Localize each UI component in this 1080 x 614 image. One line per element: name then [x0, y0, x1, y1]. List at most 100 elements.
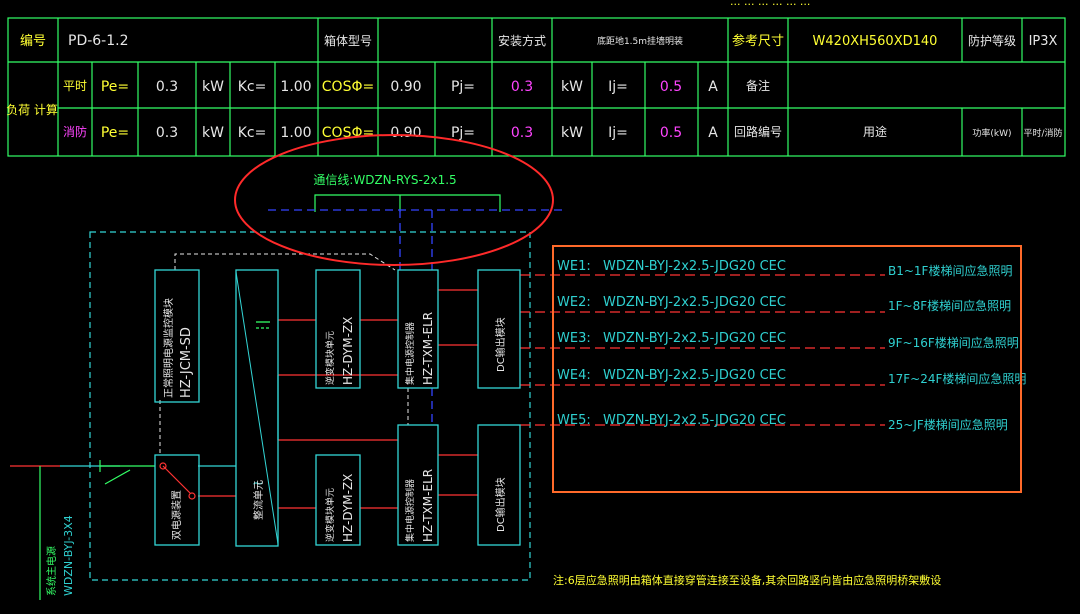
install-value: 底距地1.5m挂墙明装 — [597, 35, 683, 47]
protect-label: 防护等级 — [968, 33, 1016, 48]
dc-output-module-2 — [477, 424, 521, 546]
ij-value: 0.5 — [660, 79, 682, 95]
kc-value: 1.00 — [280, 79, 311, 95]
row-fire: 消防 Pe= 0.3 kW Kc= 1.00 COSΦ= 0.90 Pj= 0.… — [63, 124, 1063, 141]
circuit-cable: WDZN-BYJ-2x2.5-JDG20 CEC — [603, 259, 786, 274]
circuit-cable: WDZN-BYJ-2x2.5-JDG20 CEC — [603, 331, 786, 346]
circuit-use: 1F~8F楼梯间应急照明 — [888, 298, 1011, 313]
dc2-label: DC输出模块 — [494, 477, 507, 532]
circuit-use: 25~JF楼梯间应急照明 — [888, 417, 1008, 432]
highlight-box — [552, 245, 1022, 493]
ctrl2-label: 集中电源控制器 — [404, 479, 416, 542]
size-label: 参考尺寸 — [732, 33, 784, 49]
ij-value: 0.5 — [660, 125, 682, 141]
transfer-switch-icon — [159, 462, 196, 500]
pj-label: Pj= — [451, 125, 475, 141]
power-label: 功率(kW) — [972, 127, 1011, 139]
code-label: 编号 — [20, 34, 46, 49]
inverter2-model: HZ-DYM-ZX — [341, 474, 355, 542]
monitor-label: 正常照明电源监控模块 — [162, 298, 175, 398]
switch-icon — [99, 460, 155, 485]
circuit-use: 9F~16F楼梯间应急照明 — [888, 335, 1019, 350]
comm-line-label: 通信线:WDZN-RYS-2x1.5 — [313, 173, 456, 187]
incoming-cable: WDZN-BYJ-3X4 — [62, 515, 75, 596]
circuit-id: WE1: — [557, 259, 591, 274]
pj-unit: kW — [561, 125, 583, 141]
dual-switch-label: 双电源装置 — [170, 490, 183, 540]
phase-label: 平时/消防 — [1023, 127, 1062, 139]
comm-line — [314, 194, 501, 212]
load-calc-label: 负荷 计算 — [6, 102, 58, 117]
circuit-id: WE4: — [557, 368, 591, 383]
controller-module-1 — [397, 269, 439, 389]
code-value: PD-6-1.2 — [68, 33, 129, 49]
inverter-module-2 — [315, 454, 361, 546]
pj-value: 0.3 — [511, 79, 533, 95]
mode-fire: 消防 — [63, 124, 87, 139]
protect-value: IP3X — [1029, 34, 1058, 49]
dc-symbol-icon — [256, 321, 270, 329]
mode-normal: 平时 — [63, 79, 87, 93]
pe-value: 0.3 — [156, 125, 178, 141]
highlight-ellipse — [234, 134, 554, 266]
inverter1-label: 逆变模块单元 — [324, 331, 336, 385]
footnote: 注:6层应急照明由箱体直接穿管连接至设备,其余回路竖向皆由应急照明桥架敷设 — [553, 573, 941, 587]
monitor-module — [154, 269, 200, 403]
size-value: W420XH560XD140 — [813, 34, 938, 49]
controller-module-2 — [397, 424, 439, 546]
rectifier-label: 整流单元 — [252, 480, 265, 520]
cabinet-label: 箱体型号 — [324, 33, 372, 48]
dual-power-module — [154, 454, 200, 546]
ij-unit: A — [708, 125, 718, 141]
pe-label: Pe= — [101, 79, 129, 95]
note-label: 备注 — [746, 78, 770, 93]
use-label: 用途 — [863, 124, 887, 139]
circuit-id: WE3: — [557, 331, 591, 346]
rectifier-diagonal — [235, 271, 279, 545]
header-strip-text: ... ... ... ... ... ... — [730, 0, 810, 8]
ij-label: Ij= — [608, 125, 628, 141]
circuit-use: 17F~24F楼梯间应急照明 — [888, 371, 1026, 386]
circuit-list: WE1: WDZN-BYJ-2x2.5-JDG20 CEC B1~1F楼梯间应急… — [557, 259, 1026, 432]
pe-label: Pe= — [101, 125, 129, 141]
pj-unit: kW — [561, 79, 583, 95]
kc-label: Kc= — [238, 79, 267, 95]
pe-value: 0.3 — [156, 79, 178, 95]
pj-value: 0.3 — [511, 125, 533, 141]
cos-value: 0.90 — [390, 79, 421, 95]
ctrl1-model: HZ-TXM-ELR — [421, 312, 435, 385]
spec-table — [7, 17, 1066, 157]
pj-label: Pj= — [451, 79, 475, 95]
inverter1-model: HZ-DYM-ZX — [341, 317, 355, 385]
incoming-label: 系统主电源 — [45, 546, 58, 596]
ctrl1-label: 集中电源控制器 — [404, 322, 416, 385]
ij-unit: A — [708, 79, 718, 95]
kc-label: Kc= — [238, 125, 267, 141]
circuit-cable: WDZN-BYJ-2x2.5-JDG20 CEC — [603, 295, 786, 310]
row-normal: 平时 Pe= 0.3 kW Kc= 1.00 COSΦ= 0.90 Pj= 0.… — [63, 78, 770, 95]
ac-symbol-icon: ~ — [252, 476, 264, 492]
inverter2-label: 逆变模块单元 — [324, 488, 336, 542]
control-line — [174, 253, 396, 271]
circuit-use: B1~1F楼梯间应急照明 — [888, 263, 1012, 278]
module-labels: 正常照明电源监控模块 HZ-JCM-SD 双电源装置 整流单元 逆变模块单元 H… — [162, 298, 507, 542]
circuit-label: 回路编号 — [734, 124, 782, 139]
ij-label: Ij= — [608, 79, 628, 95]
pe-unit: kW — [202, 79, 224, 95]
pe-unit: kW — [202, 125, 224, 141]
cos-value: 0.90 — [390, 125, 421, 141]
cabinet-frame — [89, 231, 531, 581]
circuit-cable: WDZN-BYJ-2x2.5-JDG20 CEC — [603, 368, 786, 383]
circuit-id: WE2: — [557, 295, 591, 310]
monitor-model: HZ-JCM-SD — [179, 327, 194, 398]
dc-output-module-1 — [477, 269, 521, 389]
ctrl2-model: HZ-TXM-ELR — [421, 469, 435, 542]
inverter-module-1 — [315, 269, 361, 389]
comm-bus — [268, 209, 565, 425]
kc-value: 1.00 — [280, 125, 311, 141]
dc1-label: DC输出模块 — [494, 317, 507, 372]
install-label: 安装方式 — [498, 33, 546, 48]
circuit-id: WE5: — [557, 413, 591, 428]
